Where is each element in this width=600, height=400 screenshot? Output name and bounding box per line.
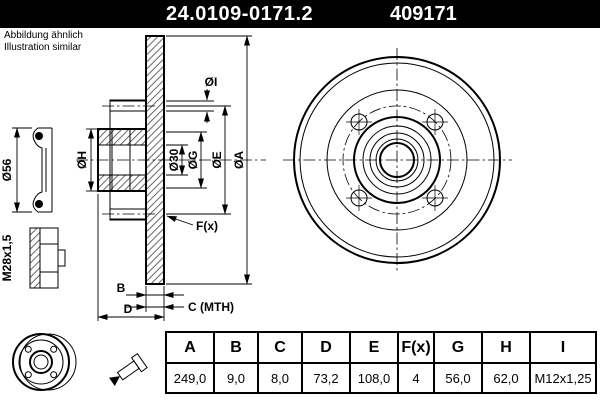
table-header-row: A B C D E F(x) G H I [165, 331, 597, 364]
order-number: 409171 [390, 3, 457, 25]
note-line-de: Abbildung ähnlich [4, 30, 83, 41]
col-b-value: 9,0 [213, 362, 259, 394]
brake-disc-icon [12, 333, 77, 391]
col-i-value: M12x1,25 [529, 362, 597, 394]
col-e-header: E [349, 331, 399, 364]
bolt-holes [346, 109, 448, 211]
dim-label-dia-h: ØH [75, 151, 89, 169]
dim-label-dia-e: ØE [210, 151, 224, 168]
dim-label-dia-56: Ø56 [0, 158, 14, 181]
dim-label-f: F(x) [196, 219, 218, 233]
col-i-header: I [529, 331, 597, 364]
col-d-value: 73,2 [301, 362, 351, 394]
section-view [76, 35, 266, 285]
dimension-table: A B C D E F(x) G H I 249,0 9,0 8,0 73,2 … [165, 331, 597, 394]
col-fx-header: F(x) [397, 331, 435, 364]
dim-label-dia-i: ØI [205, 75, 218, 89]
title-bar: 24.0109-0171.2 409171 [0, 0, 600, 28]
dim-label-dia-a: ØA [232, 151, 246, 169]
dim-label-dia-g: ØG [186, 151, 200, 170]
col-a-value: 249,0 [165, 362, 215, 394]
similarity-note: Abbildung ähnlich Illustration similar [4, 30, 83, 54]
dim-label-dia-30: Ø30 [167, 148, 181, 171]
col-c-header: C [257, 331, 303, 364]
table-value-row: 249,0 9,0 8,0 73,2 108,0 4 56,0 62,0 M12… [165, 362, 597, 394]
col-h-value: 62,0 [481, 362, 531, 394]
col-d-header: D [301, 331, 351, 364]
seal-detail: Ø56 [0, 127, 53, 213]
col-h-header: H [481, 331, 531, 364]
front-view [283, 48, 512, 273]
dim-label-m28: M28x1,5 [0, 234, 14, 281]
part-number: 24.0109-0171.2 [166, 3, 314, 25]
mounting-bolt-icon [109, 352, 148, 386]
dim-label-c-mth: C (MTH) [188, 300, 234, 314]
bearing-hub-section [97, 128, 147, 192]
bolt-circle [342, 105, 452, 215]
col-g-value: 56,0 [433, 362, 483, 394]
col-fx-value: 4 [397, 362, 435, 394]
note-line-en: Illustration similar [4, 42, 82, 53]
col-e-value: 108,0 [349, 362, 399, 394]
dim-label-d: D [124, 302, 133, 316]
section-dimensions: ØA ØE ØG Ø30 ØH ØI [75, 35, 252, 321]
col-g-header: G [433, 331, 483, 364]
col-a-header: A [165, 331, 215, 364]
dim-label-b: B [117, 281, 126, 295]
col-c-value: 8,0 [257, 362, 303, 394]
nut-detail: M28x1,5 [0, 227, 66, 289]
col-b-header: B [213, 331, 259, 364]
